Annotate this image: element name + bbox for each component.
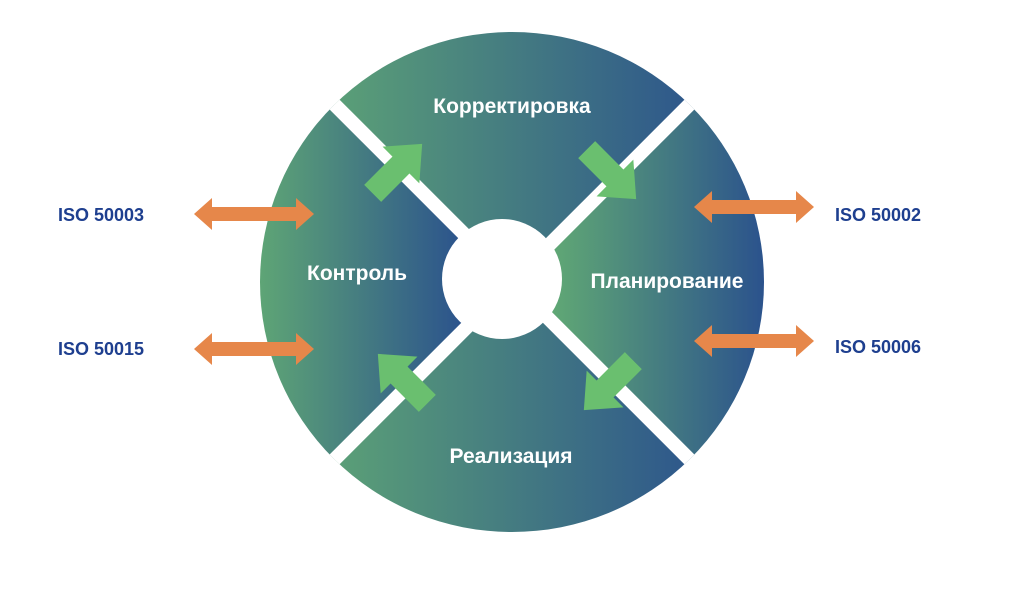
segment-label-top: Корректировка	[433, 95, 591, 118]
cycle-arrow-lower-right-icon	[583, 352, 642, 411]
segment-label-bottom: Реализация	[449, 445, 572, 468]
cycle-arrow-upper-right-icon	[578, 141, 637, 200]
standard-label-right-bottom: ISO 50006	[835, 337, 921, 357]
segment-label-right: Планирование	[591, 270, 744, 293]
cycle-arrow-upper-left-icon	[364, 143, 423, 202]
cycle-arrow-lower-left-icon	[377, 353, 436, 412]
center-hole	[442, 219, 562, 339]
standard-label-right-top: ISO 50002	[835, 205, 921, 225]
segment-label-left: Контроль	[307, 262, 407, 285]
std-arrow-right-bottom-icon	[694, 325, 814, 357]
std-arrow-right-top-icon	[694, 191, 814, 223]
std-arrow-left-bottom-icon	[194, 333, 314, 365]
standard-label-left-top: ISO 50003	[58, 205, 144, 225]
standard-label-left-bottom: ISO 50015	[58, 339, 144, 359]
std-arrow-left-top-icon	[194, 198, 314, 230]
